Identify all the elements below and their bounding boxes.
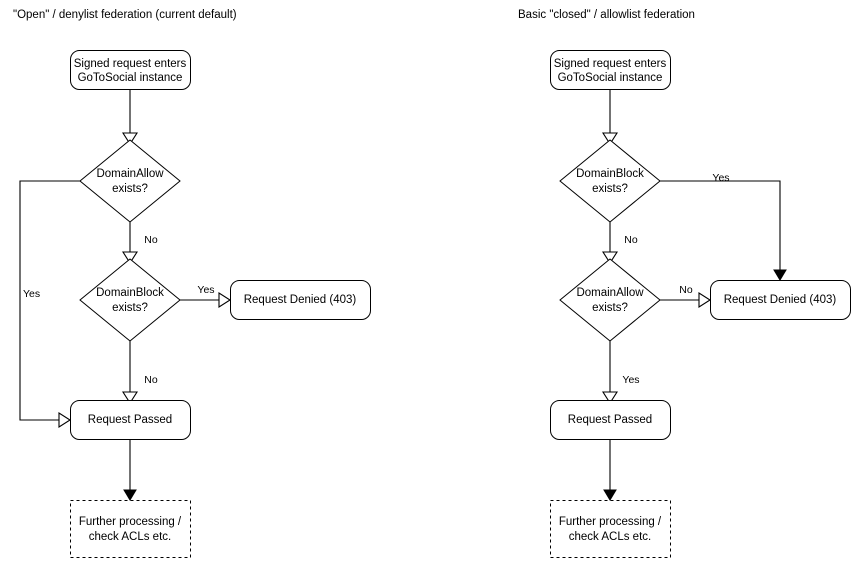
node-entry[interactable]: Signed request enters GoToSocial instanc… [70, 50, 191, 90]
panel-allowlist: Basic "closed" / allowlist federation Si… [518, 9, 851, 558]
node-domain-allow-label-line1: DomainAllow [96, 168, 164, 180]
arrowhead-open-icon [121, 132, 139, 146]
edge-domain-block-no: No [121, 341, 158, 405]
node-entry-2[interactable]: Signed request enters GoToSocial instanc… [550, 50, 671, 90]
node-entry-2-label-line1: Signed request enters [554, 58, 667, 70]
node-further-processing-2[interactable]: Further processing / check ACLs etc. [550, 500, 671, 558]
edge-label-domain-allow-no: No [144, 234, 158, 246]
edge-label-domain-allow-yes: Yes [23, 288, 40, 300]
node-entry-shape[interactable] [70, 50, 191, 90]
node-further-processing-label-line2: check ACLs etc. [89, 531, 171, 543]
node-request-passed[interactable]: Request Passed [70, 400, 191, 440]
edge-entry-to-domain-allow [121, 90, 139, 146]
node-domain-block-2-label-line2: exists? [592, 183, 628, 195]
panel-title-denylist: "Open" / denylist federation (current de… [13, 9, 237, 21]
node-domain-allow[interactable]: DomainAllow exists? [79, 139, 181, 223]
node-entry-2-label-line2: GoToSocial instance [558, 72, 663, 84]
edge-entry-2-to-domain-block-2 [601, 90, 619, 146]
node-further-processing-shape[interactable] [70, 500, 191, 558]
arrowhead-filled-icon [773, 269, 787, 281]
arrowhead-open-icon [698, 291, 712, 309]
edge-label-domain-block-no: No [144, 374, 158, 386]
node-request-passed-2-label: Request Passed [568, 414, 652, 426]
node-entry-2-shape[interactable] [550, 50, 671, 90]
panel-denylist: "Open" / denylist federation (current de… [13, 9, 371, 558]
node-domain-allow-label-line2: exists? [112, 183, 148, 195]
edge-domain-allow-no: No [121, 222, 158, 265]
arrowhead-open-icon [601, 251, 619, 265]
node-request-passed-2-shape[interactable] [550, 400, 671, 440]
node-domain-allow-2-shape[interactable] [559, 258, 661, 342]
arrowhead-open-icon [601, 132, 619, 146]
node-request-passed-label: Request Passed [88, 414, 172, 426]
panel-title-allowlist: Basic "closed" / allowlist federation [518, 9, 695, 21]
arrowhead-open-icon [121, 391, 139, 405]
node-further-processing-2-label-line1: Further processing / [559, 516, 662, 528]
node-domain-block-shape[interactable] [79, 258, 181, 342]
node-domain-allow-2[interactable]: DomainAllow exists? [559, 258, 661, 342]
arrowhead-filled-icon [123, 489, 137, 501]
edge-passed-2-to-further-2 [603, 440, 617, 501]
arrowhead-open-icon [121, 251, 139, 265]
arrowhead-open-icon [601, 391, 619, 405]
node-request-denied-2[interactable]: Request Denied (403) [710, 280, 851, 320]
edge-passed-to-further [123, 440, 137, 501]
node-further-processing[interactable]: Further processing / check ACLs etc. [70, 500, 191, 558]
edge-label-domain-allow-2-no: No [679, 284, 693, 296]
arrowhead-open-icon [218, 291, 232, 309]
node-domain-allow-shape[interactable] [79, 139, 181, 223]
node-domain-block-2-label-line1: DomainBlock [576, 168, 644, 180]
node-request-passed-2[interactable]: Request Passed [550, 400, 671, 440]
node-domain-block[interactable]: DomainBlock exists? [79, 258, 181, 342]
node-further-processing-2-shape[interactable] [550, 500, 671, 558]
arrowhead-filled-icon [603, 489, 617, 501]
node-request-denied-label: Request Denied (403) [244, 294, 357, 306]
edge-label-domain-allow-2-yes: Yes [622, 374, 639, 386]
node-domain-block-2[interactable]: DomainBlock exists? [559, 139, 661, 223]
edge-domain-block-yes: Yes [180, 284, 232, 309]
node-further-processing-2-label-line2: check ACLs etc. [569, 531, 651, 543]
node-entry-label-line1: Signed request enters [74, 58, 187, 70]
edge-domain-allow-2-no: No [660, 284, 712, 309]
arrowhead-open-icon [58, 411, 72, 429]
node-domain-allow-2-label-line1: DomainAllow [576, 287, 644, 299]
edge-domain-allow-2-yes: Yes [601, 341, 640, 405]
edge-domain-block-2-yes: Yes [660, 172, 787, 281]
node-request-passed-shape[interactable] [70, 400, 191, 440]
node-domain-allow-2-label-line2: exists? [592, 302, 628, 314]
edge-label-domain-block-2-no: No [624, 234, 638, 246]
node-request-denied-shape[interactable] [230, 280, 371, 320]
edge-domain-block-2-no: No [601, 222, 638, 265]
node-entry-label-line2: GoToSocial instance [78, 72, 183, 84]
node-request-denied[interactable]: Request Denied (403) [230, 280, 371, 320]
node-domain-block-label-line1: DomainBlock [96, 287, 164, 299]
edge-label-domain-block-2-yes: Yes [712, 172, 729, 184]
edge-domain-allow-yes: Yes [19, 180, 80, 429]
node-request-denied-2-label: Request Denied (403) [724, 294, 837, 306]
node-domain-block-2-shape[interactable] [559, 139, 661, 223]
edge-label-domain-block-yes: Yes [197, 284, 214, 296]
node-domain-block-label-line2: exists? [112, 302, 148, 314]
node-further-processing-label-line1: Further processing / [79, 516, 182, 528]
